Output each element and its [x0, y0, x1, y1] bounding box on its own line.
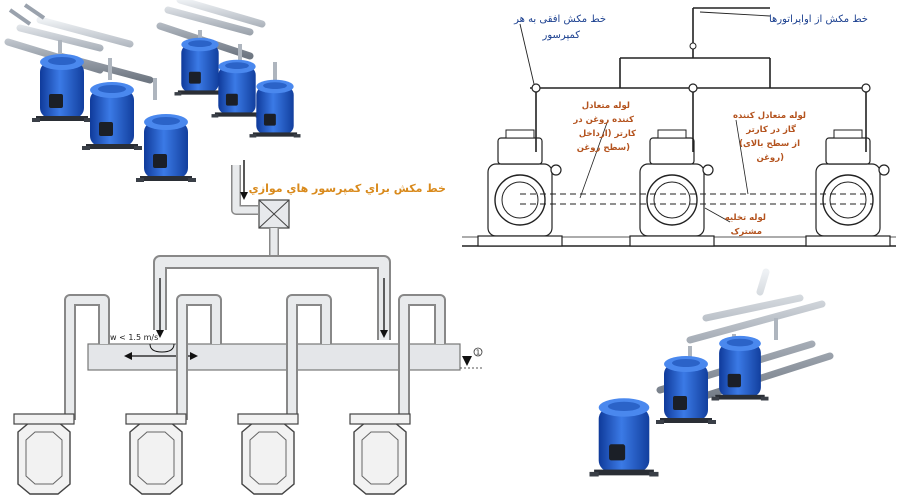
- label-common-drain-2: مشترک: [731, 227, 762, 237]
- label-suction-from-evaporators: خط مکش از اواپراتورها: [769, 14, 868, 25]
- label-horizontal-suction-line-1: خط مکش افقی به هر: [513, 14, 606, 25]
- suction-piping-schematic: خط مکش افقی به هر کمپرسور خط مکش از اواپ…: [462, 7, 896, 247]
- label-horizontal-suction-line-2: کمپرسور: [542, 30, 581, 41]
- label-oil-equalizer-4: سطح روغن): [577, 143, 630, 153]
- compressor-icon: [249, 79, 301, 138]
- compressor-icon: [82, 82, 142, 150]
- compressor-icon: [136, 114, 196, 182]
- compressor-outline-icon: [125, 413, 187, 495]
- level-marker-number: 1: [476, 349, 480, 357]
- label-gas-equalizer-3: (از سطح بالای: [739, 139, 800, 149]
- compressor-render-group-left: [4, 3, 196, 182]
- label-oil-equalizer-3: کارتر (ازداخل: [579, 129, 636, 139]
- label-gas-equalizer-1: لوله متعادل کننده: [733, 111, 806, 121]
- flow-diagram-title: خط مكش براي كمپرسور هاي موازي: [249, 182, 446, 195]
- compressor-icon: [656, 356, 716, 424]
- compressor-icon: [589, 398, 659, 477]
- compressor-outline-icon: [237, 413, 299, 495]
- velocity-label: w < 1.5 m/s: [110, 333, 158, 342]
- compressor-render-group-right: [589, 268, 834, 477]
- compressor-outline-icon: [13, 413, 75, 495]
- compressor-icon: [211, 59, 263, 118]
- compressor-icon: [32, 54, 92, 122]
- label-gas-equalizer-2: گاز در کارتر: [745, 124, 796, 135]
- elevation-compressor: [805, 129, 891, 247]
- elevation-compressor: [477, 129, 563, 247]
- compressor-icon: [711, 335, 769, 401]
- compressor-icon: [174, 37, 226, 96]
- elevation-compressor: [629, 129, 715, 247]
- compressor-render-group-middle: [156, 0, 301, 138]
- label-common-drain-1: لوله تخلیه: [725, 213, 766, 223]
- label-gas-equalizer-4: روغن): [756, 153, 784, 163]
- label-oil-equalizer-1: لوله متعادل: [582, 101, 630, 111]
- compressor-outline-icon: [349, 413, 411, 495]
- label-oil-equalizer-2: کننده روغن در: [572, 115, 634, 125]
- parallel-suction-flow-diagram: خط مكش براي كمپرسور هاي موازي 1 w < 1.5 …: [13, 160, 484, 495]
